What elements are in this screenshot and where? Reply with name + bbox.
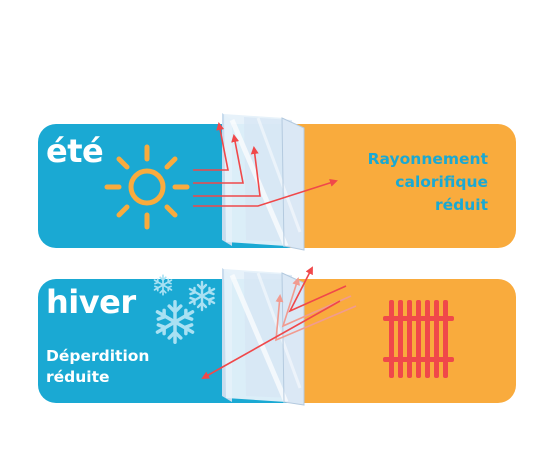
summer-caption-line: réduit [434,196,488,214]
summer-transmitted-arrow [193,179,338,207]
winter-reflected-arrow [281,277,352,328]
winter-transmitted-arrow [201,300,341,379]
winter-reflected-arrow [288,266,347,313]
summer-reflected-arrow [193,146,261,197]
winter-caption-line: Déperdition [46,347,150,365]
summer-reflected-arrow [193,122,229,171]
winter-caption: Déperdition réduite [46,346,149,388]
summer-reflected-arrow [193,134,244,184]
winter-warm-zone [250,279,516,403]
summer-radiation-arrows [193,122,338,207]
summer-caption-line: Rayonnement [367,150,488,168]
winter-season-title: hiver [46,283,136,321]
winter-reflected-arrow [275,294,357,342]
winter-radiation-arrows [201,266,357,379]
glass-pane-summer [222,113,305,251]
glass-pane-winter [222,268,305,406]
summer-warm-zone [250,124,516,248]
radiator-icon [383,300,454,378]
winter-caption-line: réduite [46,368,110,386]
summer-caption-line: calorifique [395,173,488,191]
summer-caption: Rayonnement calorifique réduit [368,148,488,217]
summer-season-title: été [46,132,104,170]
sun-icon [104,144,190,230]
